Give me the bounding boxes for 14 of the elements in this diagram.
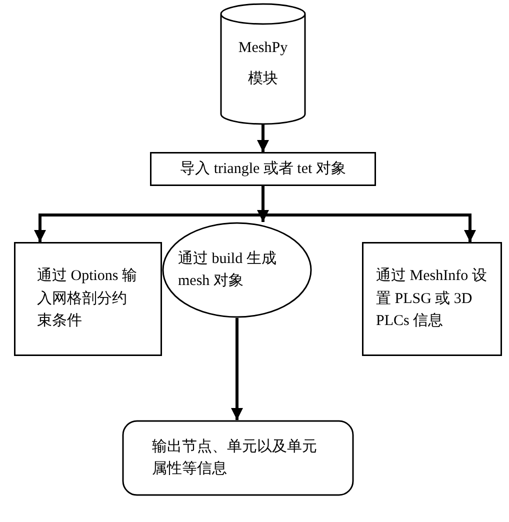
node-label: 通过 Options 输入网格剖分约束条件 [37, 266, 138, 332]
node-label: MeshPy 模块 [237, 38, 289, 89]
node-label: 通过 build 生成 mesh 对象 [178, 250, 278, 291]
node-label: 输出节点、单元以及单元属性等信息 [152, 438, 318, 479]
arrow [231, 318, 243, 420]
process-box [150, 152, 376, 186]
process-box [14, 242, 162, 356]
node-label: 通过 MeshInfo 设置 PLSG 或 3D PLCs 信息 [376, 266, 488, 332]
ellipse-node [162, 222, 312, 318]
arrow [257, 124, 269, 152]
node-label: 导入 triangle 或者 tet 对象 [179, 160, 347, 179]
terminal-box [122, 420, 354, 496]
cylinder-node [220, 4, 306, 124]
process-box [362, 242, 502, 356]
